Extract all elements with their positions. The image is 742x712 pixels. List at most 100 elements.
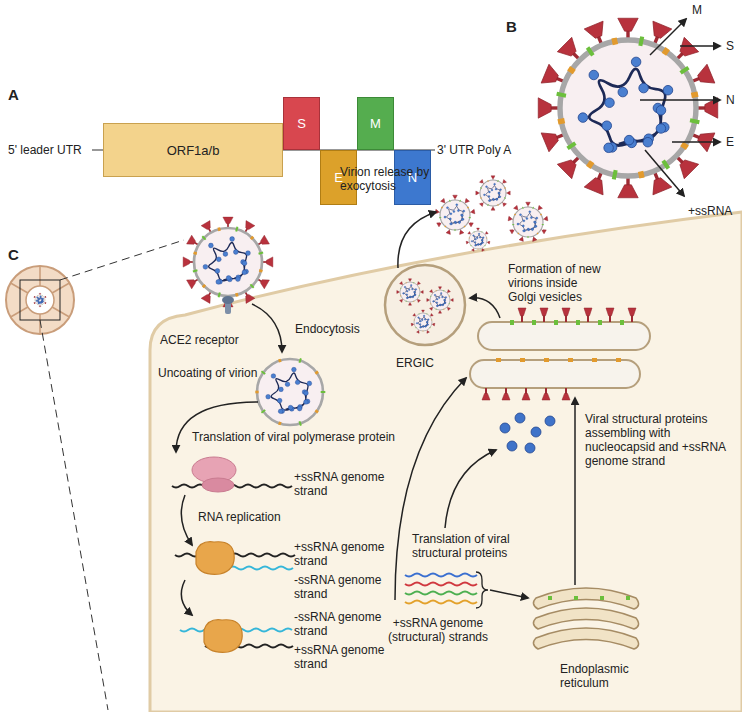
spike-head bbox=[648, 21, 672, 41]
spike-head bbox=[485, 232, 488, 235]
e-protein bbox=[37, 304, 39, 306]
nucleocapsid-protein bbox=[412, 296, 414, 298]
spike-head bbox=[430, 290, 433, 293]
envelope bbox=[35, 295, 45, 305]
e-protein bbox=[441, 207, 443, 209]
nucleocapsid-protein bbox=[420, 321, 422, 323]
membrane-protein bbox=[662, 47, 670, 56]
membrane-protein bbox=[469, 217, 471, 218]
m-protein bbox=[459, 200, 461, 202]
membrane-protein bbox=[691, 91, 699, 98]
spike-head bbox=[413, 314, 416, 317]
nucleocapsid-protein bbox=[407, 297, 409, 299]
annotation: E bbox=[726, 135, 734, 149]
m-protein bbox=[469, 217, 471, 218]
spike-head bbox=[584, 308, 592, 316]
spike-head bbox=[39, 293, 41, 295]
e-protein bbox=[235, 293, 239, 297]
membrane-protein bbox=[443, 309, 444, 310]
spike-head bbox=[618, 185, 638, 198]
ergic-membrane bbox=[470, 360, 640, 388]
nucleocapsid-protein bbox=[415, 294, 417, 296]
e-protein bbox=[514, 214, 516, 216]
cell-border bbox=[11, 307, 28, 317]
spike-head bbox=[519, 237, 524, 241]
membrane-protein bbox=[235, 293, 239, 297]
m-protein bbox=[574, 596, 578, 600]
nucleocapsid-protein bbox=[578, 113, 588, 123]
e-protein bbox=[278, 421, 282, 425]
envelope bbox=[414, 313, 432, 331]
nucleocapsid-protein bbox=[442, 296, 444, 298]
m-protein bbox=[454, 229, 456, 231]
e-protein bbox=[638, 171, 645, 179]
e-protein bbox=[464, 226, 466, 228]
process-arrow bbox=[445, 450, 496, 528]
spike-head bbox=[183, 257, 189, 267]
nucleocapsid-protein bbox=[483, 237, 485, 239]
nucleocapsid-protein bbox=[203, 264, 208, 269]
cell-border bbox=[39, 266, 41, 286]
membrane-protein bbox=[315, 371, 319, 375]
nucleocapsid-protein bbox=[40, 298, 42, 300]
spike-head bbox=[562, 393, 570, 400]
spike-stem bbox=[543, 315, 545, 322]
nucleocapsid-protein bbox=[38, 299, 40, 301]
m-protein bbox=[426, 313, 427, 314]
membrane-protein bbox=[259, 269, 263, 273]
nucleocapsid-protein bbox=[427, 322, 429, 324]
annotation: Endocytosis bbox=[295, 322, 360, 336]
membrane-protein bbox=[514, 214, 516, 216]
e-protein bbox=[497, 204, 498, 206]
membrane-protein bbox=[537, 233, 539, 235]
gene-box: S bbox=[283, 97, 320, 150]
panel-letter: A bbox=[8, 86, 19, 104]
membrane-protein bbox=[441, 207, 443, 209]
rna-strand bbox=[405, 583, 477, 586]
annotation: Translation of viral structural proteins bbox=[412, 532, 547, 560]
rna-genome bbox=[473, 235, 483, 245]
membrane-protein bbox=[419, 313, 420, 314]
pointer-arrow bbox=[672, 141, 720, 143]
m-protein bbox=[321, 391, 326, 393]
pointer-arrow bbox=[650, 19, 686, 55]
annotation: RNA replication bbox=[198, 510, 281, 524]
nucleocapsid-protein bbox=[488, 200, 490, 202]
nucleocapsid-protein bbox=[415, 289, 417, 291]
nucleocapsid-protein bbox=[639, 83, 649, 93]
spike-head bbox=[502, 202, 507, 207]
spike-protein bbox=[584, 308, 592, 322]
nucleocapsid-protein bbox=[418, 317, 420, 319]
membrane-protein bbox=[44, 299, 46, 300]
rna-strand bbox=[405, 601, 477, 604]
m-protein bbox=[600, 596, 604, 600]
membrane-protein bbox=[638, 36, 644, 46]
membrane-protein bbox=[431, 319, 432, 321]
m-protein bbox=[556, 92, 566, 98]
annotation: +ssRNA genome strand bbox=[294, 643, 386, 671]
spike-head bbox=[479, 202, 484, 207]
m-protein bbox=[566, 141, 576, 150]
membrane-protein bbox=[522, 207, 524, 209]
m-protein bbox=[443, 290, 444, 292]
m-protein bbox=[299, 358, 302, 363]
membrane-protein bbox=[37, 295, 39, 297]
membrane-protein bbox=[680, 142, 689, 150]
nucleocapsid-protein bbox=[246, 251, 251, 256]
nucleocapsid-protein bbox=[295, 380, 300, 385]
er-cisterna bbox=[533, 588, 638, 609]
nucleocapsid-protein bbox=[496, 198, 498, 200]
spike-head bbox=[433, 323, 435, 326]
m-protein bbox=[218, 292, 221, 297]
e-protein bbox=[480, 197, 482, 198]
e-protein bbox=[414, 319, 415, 321]
nucleocapsid-protein bbox=[304, 391, 309, 396]
spike-protein bbox=[542, 388, 550, 400]
spike-head bbox=[259, 235, 270, 247]
e-protein bbox=[568, 358, 573, 362]
nucleocapsid-protein bbox=[473, 235, 475, 237]
generated-art bbox=[34, 18, 718, 652]
e-protein bbox=[431, 319, 432, 321]
nucleocapsid-protein bbox=[409, 296, 411, 298]
